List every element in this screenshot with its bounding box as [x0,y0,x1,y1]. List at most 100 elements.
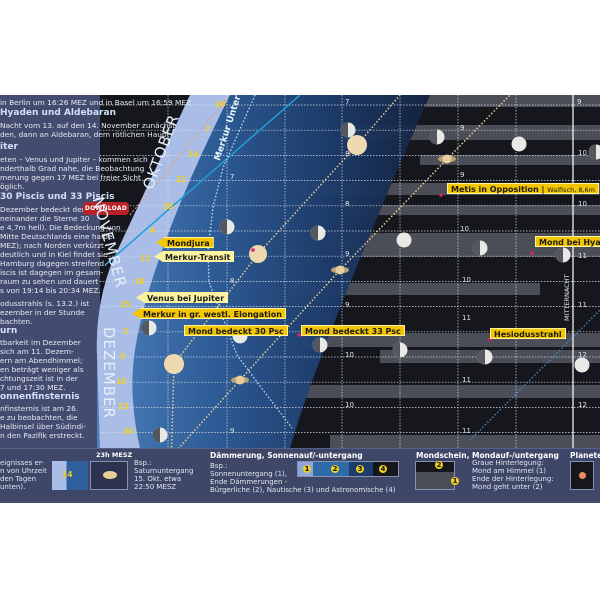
body-text-line: ern am Abendhimmel; [0,356,83,365]
event-merkur-transit[interactable]: Merkur-Transit [154,251,235,262]
moon-phase-icon [574,357,590,373]
date-label: 23 [118,402,129,411]
time-label: 10 [462,276,471,284]
moon-shadow [340,122,348,138]
moon-shadow [588,144,596,160]
time-label: 12 [578,401,587,409]
date-label: 16 [116,377,127,386]
astronomy-calendar-poster: in Berlin um 16:26 MEZ und in Basel um 1… [0,95,600,503]
legend-planet-heading: Planete [570,451,600,460]
moon-shadow [141,320,149,336]
moon-phase-icon [396,232,412,248]
date-label: 2 [123,327,129,336]
time-label: 11 [462,427,471,435]
calendar-band [96,95,230,448]
moonlit-stripe [330,435,600,448]
body-text-line: Mitte Deutschlands eine halbe [0,232,113,241]
date-label: 4 [150,226,156,235]
time-label: 11 [578,252,587,260]
event-mondjura[interactable]: Mondjura [156,237,214,248]
body-text-line: Halbinsel über Südindi- [0,422,86,431]
date-label: 30 [123,427,134,436]
body-text-line: raum zu sehen und dauert [0,277,99,286]
moon-shadow [312,337,320,353]
legend-time-sample [90,461,128,490]
twilight-mark: 3 [356,465,364,473]
time-label: 7 [345,98,350,106]
body-text-line: eten – Venus und Jupiter – kommen sich [0,155,148,164]
body-text-line: nderthalb Grad nahe, die Beobachtung [0,164,145,173]
moon-shadow [152,427,160,443]
legend-moon-text: Graue Hinterlegung:Mond am Himmel (1)End… [472,459,554,491]
section-heading: Hyaden und Aldebaran [0,108,116,118]
body-text-line: bachten. [0,317,33,326]
moonlit-stripe [300,385,600,398]
moon-shadow [219,219,227,235]
section-heading: onnenfinsternis [0,392,80,402]
date-label: 11 [140,254,151,263]
time-label: 8 [230,277,235,285]
body-text-line: en beträgt weniger als [0,365,84,374]
event-venus-bei-jupiter[interactable]: Venus bei Jupiter [136,292,229,303]
month-dezember: DEZEMBER [100,327,118,419]
time-label: 11 [462,376,471,384]
body-text-line: s von 19:14 bis 20:34 MEZ. [0,286,101,295]
legend-time-heading: 23h MESZ [96,451,133,459]
date-label: 18 [134,277,145,286]
time-label: 10 [578,200,587,208]
legend-twilight-heading: Dämmerung, Sonnenauf/-untergang [210,451,363,460]
date-label: 9 [120,352,126,361]
moonlit-stripe [420,155,600,165]
body-text-line: tbarkeit im Dezember [0,338,81,347]
time-label: 9 [460,124,465,132]
date-label: 7 [205,125,211,134]
time-label: 9 [230,427,235,435]
time-label: 9 [577,98,582,106]
time-label: 9 [345,301,350,309]
body-text-line: in Berlin um 16:26 MEZ und in Basel um 1… [0,98,194,107]
moon-shadow [310,225,318,241]
body-text-line: MEZ); nach Norden verkürzt [0,241,104,250]
twilight-mark: 4 [379,465,387,473]
time-label: 9 [460,171,465,179]
time-label: 11 [578,301,587,309]
legend-moon-heading: Mondschein, Mondauf-/untergang [416,451,559,460]
time-label: 8 [345,150,350,158]
moon-shadow [477,349,485,365]
body-text-line: neinander die Sterne 30 [0,214,90,223]
body-text-line: Nacht vom 13. auf den 14. November zunäc… [0,121,176,130]
twilight-mark: 1 [303,465,311,473]
date-label: 21 [176,175,187,184]
time-label: 10 [345,351,354,359]
twilight-mark: 2 [331,465,339,473]
legend-planet-sample [570,461,594,490]
venus-icon [347,135,367,155]
venus-icon [249,245,267,263]
moon-shadow [555,247,563,263]
legend-calendar-sample: 14 [52,461,88,490]
event-metis-opposition[interactable]: Metis in Opposition | Walfisch, 8,6m [447,183,600,194]
body-text-line: n den Pazifik erstreckt. [0,431,85,440]
event-mond-bedeckt-30-psc[interactable]: Mond bedeckt 30 Psc [184,325,288,336]
body-text-line: den, dann an Aldebaran, dem rötlichen Ha… [0,130,173,139]
time-label: 10 [460,225,469,233]
event-mond-bedeckt-33-psc[interactable]: Mond bedeckt 33 Psc [301,325,405,336]
event-merkur-elongation[interactable]: Merkur in gr. westl. Elongation [132,308,286,319]
moon-phase-icon [511,136,527,152]
date-label: 25 [120,300,131,309]
download-button[interactable]: DOWNLOAD [83,202,129,215]
moon-shadow [392,342,400,358]
body-text-line: Dezember bedeckt der [0,205,85,214]
body-text-line: e zu beobachten, die [0,413,78,422]
event-hesiodusstrahl[interactable]: Hesiodusstrahl [490,328,566,339]
body-text-line: merung gegen 17 MEZ bei freier Sicht [0,173,141,182]
event-mond-bei-hyaden[interactable]: Mond bei Hyaden [535,236,600,247]
midnight-label: MITTERNACHT [563,274,571,321]
date-label: 28 [163,202,174,211]
body-text-line: iscis ist dagegen im gesam- [0,268,104,277]
body-text-line: sich am 11. Dezem- [0,347,74,356]
body-text-line: ezember in der Stunde [0,308,85,317]
time-label: 8 [345,200,350,208]
moonlit-stripe [350,205,600,215]
